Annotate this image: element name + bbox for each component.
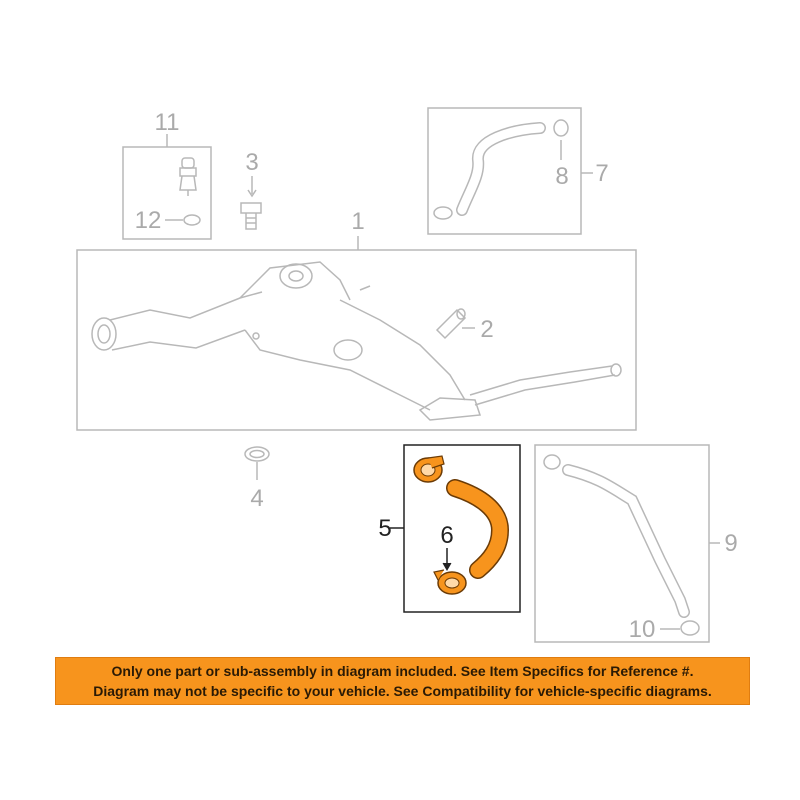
disclaimer-banner: Only one part or sub-assembly in diagram…	[55, 657, 750, 705]
callout-8: 8	[555, 163, 568, 190]
callout-6: 6	[440, 522, 453, 549]
highlighted-hose-icon	[446, 479, 510, 579]
callout-12: 12	[135, 207, 162, 234]
disclaimer-line-1: Only one part or sub-assembly in diagram…	[111, 663, 694, 679]
highlighted-hose-group: 5 6	[378, 444, 521, 613]
lower-clamp-icon	[543, 454, 700, 636]
temperature-sensor-icon	[179, 157, 197, 196]
gasket-icon	[244, 446, 270, 462]
water-pipe-icon	[91, 261, 622, 421]
callout-7: 7	[595, 160, 608, 187]
callout-11: 11	[155, 109, 180, 136]
gasket-group: 4	[244, 446, 270, 512]
bolt-group: 3	[240, 149, 262, 230]
callout-5: 5	[378, 515, 391, 542]
upper-hose-group: 8 7	[427, 107, 609, 235]
callout-4: 4	[250, 485, 263, 512]
callout-3: 3	[245, 149, 258, 176]
sensor-group: 11 12	[122, 109, 212, 240]
upper-hose-box	[427, 107, 582, 235]
disclaimer-line-2: Diagram may not be specific to your vehi…	[93, 683, 712, 699]
water-pipe-group: 1 2	[76, 208, 637, 431]
pipe-connector-icon	[435, 308, 467, 340]
callout-1: 1	[351, 208, 364, 235]
highlighted-clamp-icon	[413, 455, 467, 595]
callout-2: 2	[480, 316, 493, 343]
callout-10: 10	[629, 616, 656, 643]
callout-9: 9	[724, 530, 737, 557]
water-pipe-box	[76, 249, 637, 431]
hose-clamp-icon	[433, 119, 569, 220]
bolt-icon	[240, 202, 262, 230]
o-ring-icon	[183, 214, 201, 226]
lower-hose-group: 9 10	[534, 444, 738, 643]
